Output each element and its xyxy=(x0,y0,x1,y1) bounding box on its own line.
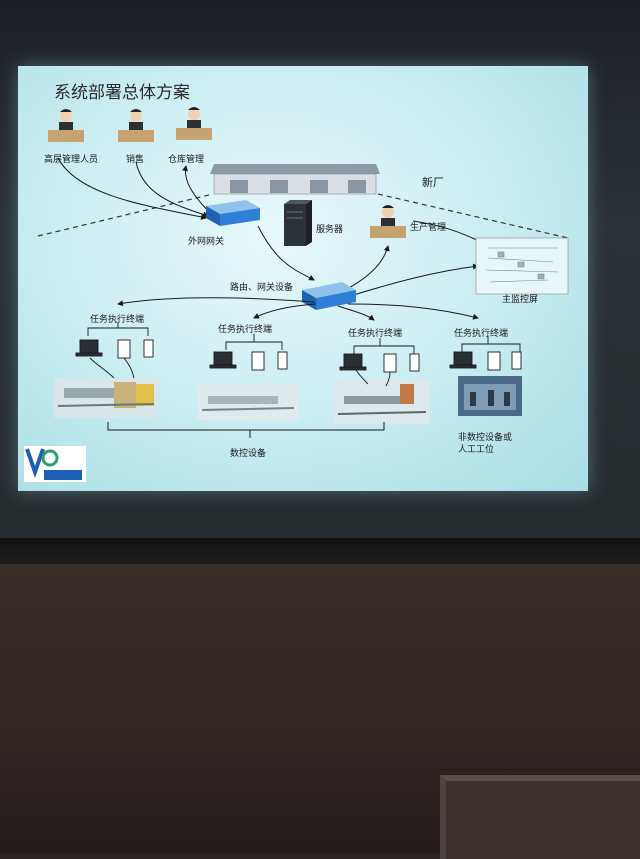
person-icon-production xyxy=(370,205,406,238)
cnc-machine-photo-3 xyxy=(334,380,430,424)
router-gateway-device xyxy=(302,282,356,310)
label-top-management: 高层管理人员 xyxy=(44,155,99,165)
presentation-slide: 系统部署总体方案 高层管理人员 销售 仓库管理 新厂 外网网关 服务器 生产管理… xyxy=(18,66,588,491)
factory-boundary-left xyxy=(37,193,214,237)
main-monitor-screen xyxy=(475,237,569,295)
label-task-terminal-4: 任务执行终端 xyxy=(454,329,509,339)
terminal-group-2 xyxy=(209,334,288,371)
label-non-cnc-line1: 非数控设备或 xyxy=(458,433,513,443)
door-frame xyxy=(440,775,640,859)
person-icon-warehouse xyxy=(176,107,212,140)
slide-title: 系统部署总体方案 xyxy=(54,83,190,103)
company-logo xyxy=(24,446,86,482)
network-diagram xyxy=(37,157,569,438)
factory-boundary-right xyxy=(377,193,569,239)
label-non-cnc-line2: 人工工位 xyxy=(458,445,495,455)
label-sales: 销售 xyxy=(126,155,145,165)
label-server: 服务器 xyxy=(316,225,344,235)
label-cnc-equipment: 数控设备 xyxy=(230,449,267,459)
people-icons xyxy=(48,107,406,238)
external-gateway-device xyxy=(206,200,260,226)
label-new-factory: 新厂 xyxy=(422,176,444,189)
label-router-gateway: 路由、网关设备 xyxy=(230,283,294,293)
logo-mark-icon xyxy=(25,448,82,480)
projector-screen-bar xyxy=(0,538,640,564)
person-icon-sales xyxy=(118,109,154,142)
label-external-gateway: 外网网关 xyxy=(188,237,225,247)
factory-building-icon xyxy=(210,164,380,195)
label-task-terminal-1: 任务执行终端 xyxy=(90,315,145,325)
server-device xyxy=(284,200,312,246)
terminal-group-4 xyxy=(449,336,522,371)
terminal-group-3 xyxy=(339,338,420,373)
cnc-machine-photo-1 xyxy=(54,378,158,418)
label-production-mgmt: 生产管理 xyxy=(410,223,447,233)
label-warehouse: 仓库管理 xyxy=(168,155,205,165)
person-icon-top-mgmt xyxy=(48,109,84,142)
label-task-terminal-3: 任务执行终端 xyxy=(348,329,403,339)
label-main-monitor: 主监控屏 xyxy=(502,295,539,305)
workstation-photo xyxy=(458,376,522,416)
cnc-machine-photo-2 xyxy=(198,384,298,420)
terminal-group-1 xyxy=(75,322,154,359)
label-task-terminal-2: 任务执行终端 xyxy=(218,325,273,335)
